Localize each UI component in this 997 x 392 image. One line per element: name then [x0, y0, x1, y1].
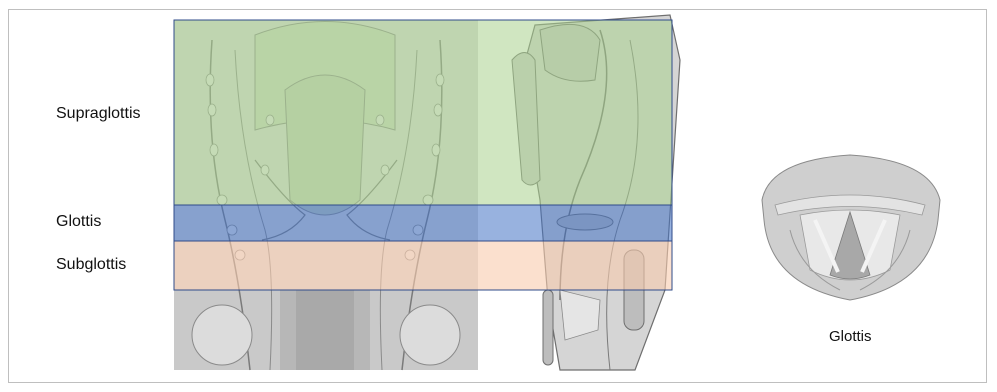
glottis-caption: Glottis: [829, 328, 872, 345]
glottis-region: [174, 205, 672, 241]
glottis-top-view-illustration: [762, 155, 940, 300]
supraglottis-region: [174, 20, 672, 205]
subglottis-region: [174, 241, 672, 290]
